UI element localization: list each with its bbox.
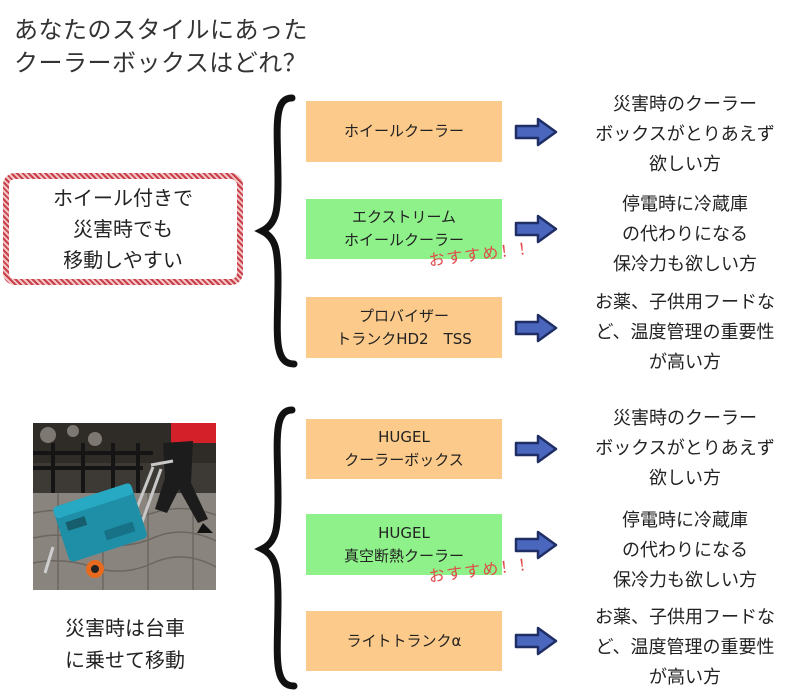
description-line: が高い方 bbox=[649, 352, 721, 373]
option-label: クーラーボックス bbox=[344, 451, 464, 469]
description-line: ボックスがとりあえず bbox=[595, 438, 775, 459]
description-line: 停電時に冷蔵庫 bbox=[622, 510, 748, 531]
description-line: お薬、子供用フードな bbox=[595, 607, 775, 628]
description-line: 欲しい方 bbox=[649, 154, 721, 175]
context-box-wheel: ホイール付きで 災害時でも 移動しやすい bbox=[3, 173, 243, 285]
description-line: の代わりになる bbox=[622, 540, 748, 561]
page-title: あなたのスタイルにあった クーラーボックスはどれ？ bbox=[14, 14, 308, 80]
option-label: ホイールクーラー bbox=[343, 122, 464, 140]
option-label: HUGEL bbox=[378, 523, 430, 542]
caption-line: に乗せて移動 bbox=[65, 648, 185, 672]
description-line: ど、温度管理の重要性 bbox=[595, 322, 775, 343]
description-line: ボックスがとりあえず bbox=[595, 124, 775, 145]
description-line: 災害時のクーラー bbox=[613, 94, 757, 115]
arrow-right-icon bbox=[514, 214, 558, 244]
option-light-trunk: ライトトランクα bbox=[306, 611, 502, 671]
description-line: 欲しい方 bbox=[649, 468, 721, 489]
description-line: の代わりになる bbox=[622, 224, 748, 245]
title-line-1: あなたのスタイルにあった bbox=[14, 16, 308, 44]
title-line-2: クーラーボックスはどれ？ bbox=[14, 49, 308, 77]
arrow-right-icon bbox=[514, 117, 558, 147]
description-line: が高い方 bbox=[649, 667, 721, 688]
option-label: ライトトランクα bbox=[346, 631, 462, 650]
description-line: お薬、子供用フードな bbox=[595, 292, 775, 313]
option-extreme-wheel-cooler: エクストリーム ホイールクーラー bbox=[306, 199, 502, 259]
option-label: 真空断熱クーラー bbox=[343, 546, 464, 565]
option-label: HUGEL bbox=[378, 428, 430, 446]
option-provisor-trunk: プロバイザー トランクHD2 TSS bbox=[306, 297, 502, 358]
context-line: 移動しやすい bbox=[63, 247, 183, 272]
arrow-right-icon bbox=[514, 434, 558, 464]
description-power-outage: 停電時に冷蔵庫 の代わりになる 保冷力も欲しい方 bbox=[570, 190, 800, 280]
option-hugel-cooler-box: HUGEL クーラーボックス bbox=[306, 419, 502, 479]
description-line: ど、温度管理の重要性 bbox=[595, 637, 775, 658]
arrow-right-icon bbox=[514, 530, 558, 560]
brace-section-2 bbox=[254, 406, 298, 690]
cooler-on-cart-photo bbox=[33, 423, 216, 590]
brace-section-1 bbox=[254, 94, 298, 368]
description-line: 保冷力も欲しい方 bbox=[613, 254, 757, 275]
description-line: 災害時のクーラー bbox=[613, 408, 757, 429]
arrow-right-icon bbox=[514, 626, 558, 656]
option-label: ホイールクーラー bbox=[343, 231, 464, 249]
description-line: 停電時に冷蔵庫 bbox=[622, 194, 748, 215]
description-line: 保冷力も欲しい方 bbox=[613, 570, 757, 591]
description-temperature: お薬、子供用フードな ど、温度管理の重要性 が高い方 bbox=[570, 603, 800, 693]
option-hugel-vacuum-cooler: HUGEL 真空断熱クーラー bbox=[306, 514, 502, 575]
context-line: 災害時でも bbox=[73, 216, 173, 241]
description-basic: 災害時のクーラー ボックスがとりあえず 欲しい方 bbox=[570, 90, 800, 180]
option-label: トランクHD2 TSS bbox=[336, 329, 472, 348]
description-temperature: お薬、子供用フードな ど、温度管理の重要性 が高い方 bbox=[570, 288, 800, 378]
context-line: ホイール付きで bbox=[53, 185, 193, 210]
photo-caption: 災害時は台車 に乗せて移動 bbox=[30, 612, 220, 676]
arrow-right-icon bbox=[514, 313, 558, 343]
caption-line: 災害時は台車 bbox=[65, 616, 185, 640]
option-label: エクストリーム bbox=[351, 208, 457, 226]
option-wheel-cooler: ホイールクーラー bbox=[306, 101, 502, 162]
description-basic: 災害時のクーラー ボックスがとりあえず 欲しい方 bbox=[570, 404, 800, 494]
description-power-outage: 停電時に冷蔵庫 の代わりになる 保冷力も欲しい方 bbox=[570, 506, 800, 596]
option-label: プロバイザー bbox=[358, 306, 449, 325]
